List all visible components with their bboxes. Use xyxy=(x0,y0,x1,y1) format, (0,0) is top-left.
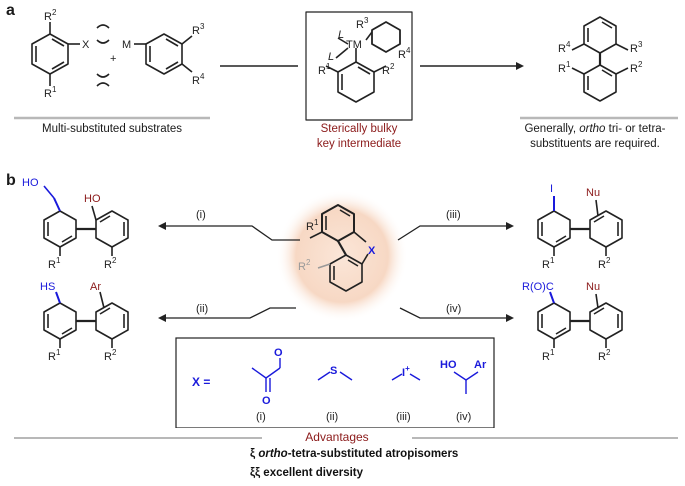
label-r1-int: R1 xyxy=(318,62,331,77)
panel-b-letter: b xyxy=(6,172,16,189)
advantages-rule-left xyxy=(14,437,262,439)
x-tag-iv: (iv) xyxy=(456,411,471,423)
label-r1-product: R1 xyxy=(558,60,571,75)
x-atom-i: I+ xyxy=(402,364,410,379)
label-r1-substrate: R1 xyxy=(44,85,57,100)
x-atom-o-ester: O xyxy=(262,395,271,407)
caption-requirement-line2: substituents are required. xyxy=(530,138,660,150)
x-atom-ar: Ar xyxy=(474,359,487,371)
label-r2-int: R2 xyxy=(382,62,395,77)
label-r1-iv: R1 xyxy=(542,348,555,363)
x-tag-ii: (ii) xyxy=(326,411,338,423)
label-plus: + xyxy=(110,53,116,65)
label-nu-iii: Nu xyxy=(586,187,600,199)
x-definition-label: X = xyxy=(192,375,210,389)
panel-a-scheme: R2 X R1 + M R3 R4 TM L L R3 R4 R1 R2 R4 … xyxy=(14,8,678,121)
x-atom-s: S xyxy=(330,365,337,377)
advantages-title: Advantages xyxy=(305,430,369,444)
label-r1-center: R1 xyxy=(306,218,319,233)
step-label-iii: (iii) xyxy=(446,209,461,221)
label-nu-iv: Nu xyxy=(586,281,600,293)
advantages-rule-right xyxy=(412,437,678,439)
label-r3-product: R3 xyxy=(630,40,643,55)
intermediate-box xyxy=(305,11,413,121)
central-glow xyxy=(276,190,408,322)
label-r4-product: R4 xyxy=(558,40,571,55)
label-l-top: L xyxy=(338,29,344,41)
label-r3-substrate: R3 xyxy=(192,22,205,37)
x-atom-o-carbonyl: O xyxy=(274,347,283,359)
panel-a-letter: a xyxy=(6,2,15,19)
label-ho-hydroxymethyl: HO xyxy=(22,177,39,189)
label-r1-i: R1 xyxy=(48,256,61,271)
advantage-bullet-1: ξ ortho-tetra-substituted atropisomers xyxy=(250,448,459,460)
step-label-iv: (iv) xyxy=(446,303,461,315)
label-r1-iii: R1 xyxy=(542,256,555,271)
x-tag-iii: (iii) xyxy=(396,411,411,423)
label-r4-int: R4 xyxy=(398,46,411,61)
x-tag-i: (i) xyxy=(256,411,266,423)
label-x-substrate: X xyxy=(82,39,90,51)
label-r1-ii: R1 xyxy=(48,348,61,363)
label-tm: TM xyxy=(346,39,362,51)
caption-intermediate-line1: Sterically bulky xyxy=(320,123,398,135)
label-m: M xyxy=(122,39,131,51)
caption-requirement: Generally, ortho tri- or tetra- substitu… xyxy=(506,122,684,152)
x-atom-ho: HO xyxy=(440,359,457,371)
label-l-bottom: L xyxy=(328,51,334,63)
step-label-i: (i) xyxy=(196,209,206,221)
label-rocc: R(O)C xyxy=(522,281,554,293)
caption-requirement-line1: Generally, ortho tri- or tetra- xyxy=(524,123,666,135)
advantage-bullet-2: ξξ excellent diversity xyxy=(250,467,364,479)
label-r2-center: R2 xyxy=(298,258,311,273)
caption-substrates: Multi-substituted substrates xyxy=(42,123,182,135)
benzene-ring-substrate-2 xyxy=(145,33,183,75)
label-r2-ii: R2 xyxy=(104,348,117,363)
label-r2-iii: R2 xyxy=(598,256,611,271)
label-r2-substrate: R2 xyxy=(44,8,57,23)
label-ar: Ar xyxy=(90,281,101,293)
label-r4-substrate: R4 xyxy=(192,72,205,87)
label-ho-phenol: HO xyxy=(84,193,101,205)
x-definition-box xyxy=(175,337,495,428)
label-hs: HS xyxy=(40,281,55,293)
caption-intermediate: Sterically bulky key intermediate xyxy=(296,122,422,152)
step-label-ii: (ii) xyxy=(196,303,208,315)
panel-b-scheme: HO HO R1 R2 HS Ar R1 R2 I Nu R1 R2 R(O)C… xyxy=(22,177,623,428)
label-x-center: X xyxy=(368,245,376,257)
benzene-ring-substrate-1 xyxy=(31,33,69,75)
caption-intermediate-line2: key intermediate xyxy=(316,138,402,150)
label-iodo: I xyxy=(550,183,553,195)
label-r2-i: R2 xyxy=(104,256,117,271)
label-r3-int: R3 xyxy=(356,16,369,31)
label-r2-iv: R2 xyxy=(598,348,611,363)
label-r2-product: R2 xyxy=(630,60,643,75)
